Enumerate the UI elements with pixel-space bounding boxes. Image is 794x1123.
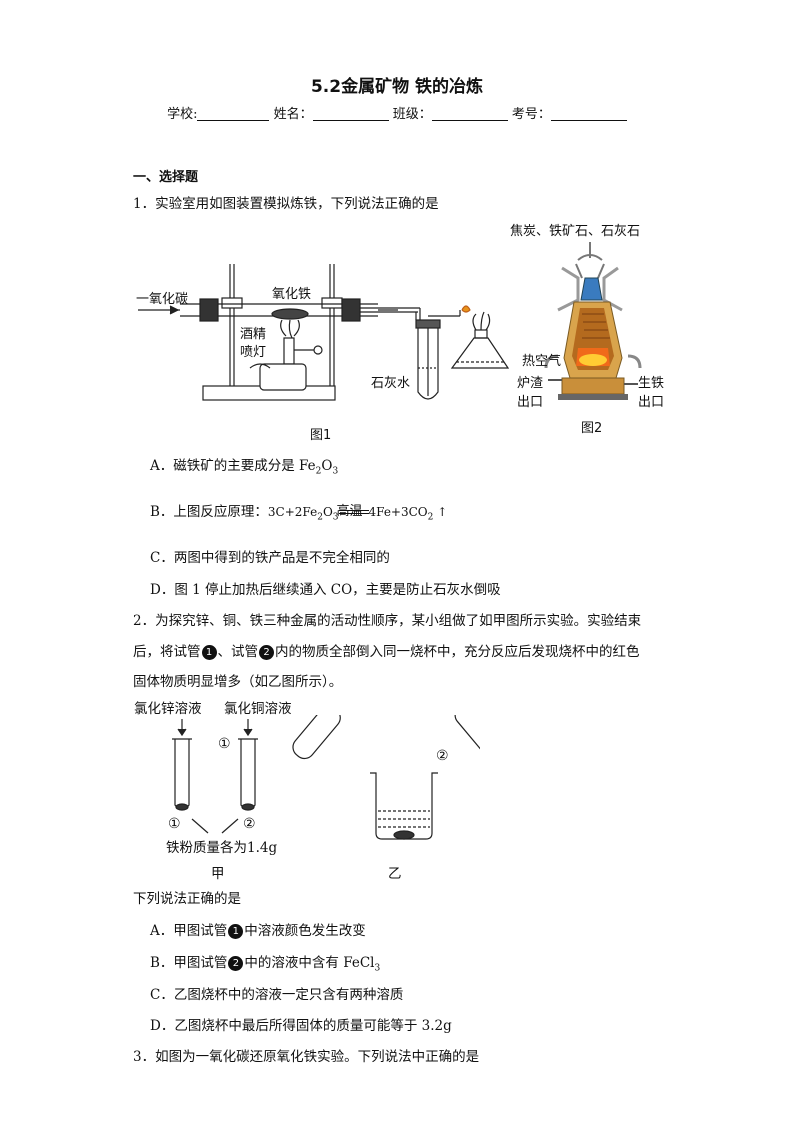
q1-stem: 1．实验室用如图装置模拟炼铁，下列说法正确的是	[133, 196, 439, 212]
class-label: 班级：	[392, 107, 432, 122]
fig-jia-caption: 甲	[211, 866, 225, 882]
q2-option-c[interactable]: C．乙图烧杯中的溶液一定只含有两种溶质	[150, 987, 404, 1003]
page-title: 5.2金属矿物 铁的冶炼	[310, 77, 484, 97]
fig2-iron-label: 生铁	[638, 376, 665, 391]
name-blank[interactable]	[312, 107, 389, 121]
fig2-caption: 图2	[581, 421, 603, 436]
circled-number: 1	[201, 645, 217, 660]
q2-stem-line1: 2．为探究锌、铜、铁三种金属的活动性顺序，某小组做了如甲图所示实验。实验结束	[133, 613, 642, 629]
class-blank[interactable]	[431, 107, 508, 121]
q1-option-a-text: A．磁铁矿的主要成分是 Fe	[150, 458, 316, 474]
q1-option-a-text: O	[321, 458, 333, 474]
fig1-limewater-label: 石灰水	[371, 376, 411, 391]
figure2-blast-furnace	[544, 242, 642, 400]
fig2-hot-air-label: 热空气	[522, 354, 562, 369]
subscript: 3	[332, 512, 339, 523]
fig-jia-iron-mass-label: 铁粉质量各为1.4g	[166, 840, 278, 856]
condition-text: 高温	[336, 504, 363, 519]
fig-jia-cucl2-label: 氯化铜溶液	[224, 701, 292, 717]
q2-text: 、试管	[217, 644, 259, 660]
subscript: 3	[374, 963, 381, 974]
fig-yi-tube2-mark: ②	[436, 748, 449, 764]
fig-jia-tube1-mark: ①	[168, 816, 181, 832]
fig-jia-tube2-mark: ②	[243, 816, 256, 832]
subscript: 3	[332, 466, 339, 477]
q1-option-c[interactable]: C．两图中得到的铁产品是不完全相同的	[150, 550, 390, 566]
q1-option-d[interactable]: D．图 1 停止加热后继续通入 CO，主要是防止石灰水倒吸	[150, 582, 501, 598]
fig2-slag-label: 炉渣	[517, 376, 544, 391]
q2-option-a-text: 中溶液颜色发生改变	[244, 923, 366, 939]
q1-option-a[interactable]: A．磁铁矿的主要成分是 Fe2O3	[150, 454, 338, 477]
q2-text: 后，将试管	[133, 644, 201, 660]
fig2-slag-label: 出口	[517, 395, 544, 410]
school-blank[interactable]	[197, 107, 270, 121]
fig1-lamp-label: 酒精	[240, 327, 267, 342]
school-label: 学校:	[167, 107, 198, 122]
gas-arrow: ↑	[437, 505, 448, 519]
fig2-iron-label: 出口	[638, 395, 665, 410]
name-label: 姓名：	[273, 107, 313, 122]
circled-number: 1	[228, 924, 244, 939]
circled-number: 2	[259, 645, 274, 660]
figure-jia-yi	[172, 715, 480, 840]
q2-prompt: 下列说法正确的是	[133, 891, 241, 907]
fig-yi-caption: 乙	[388, 866, 402, 882]
fig1-lamp-label: 喷灯	[240, 345, 267, 360]
equation-left: O	[322, 505, 333, 519]
q2-option-d[interactable]: D．乙图烧杯中最后所得固体的质量可能等于 3.2g	[150, 1018, 452, 1034]
q2-option-b-text: B．甲图试管	[150, 955, 228, 971]
q2-option-a-text: A．甲图试管	[150, 923, 228, 939]
exam-no-blank[interactable]	[550, 107, 627, 121]
q1-option-b-text: B．上图反应原理：	[150, 504, 268, 520]
fig1-iron-oxide-label: 氧化铁	[272, 287, 312, 302]
fig1-caption: 图1	[310, 428, 332, 443]
q2-option-b-text: 中的溶液中含有 FeCl	[244, 955, 375, 971]
circled-number: 2	[228, 956, 244, 971]
subscript: 2	[315, 466, 322, 477]
fig2-top-label: 焦炭、铁矿石、石灰石	[510, 224, 641, 239]
fig1-co-label: 一氧化碳	[136, 292, 189, 307]
q3-stem: 3．如图为一氧化碳还原氧化铁实验。下列说法中正确的是	[133, 1049, 480, 1065]
equals-sign	[338, 510, 369, 514]
fig-jia-zncl2-label: 氯化锌溶液	[134, 701, 202, 717]
q2-stem-line3: 固体物质明显增多（如乙图所示）。	[133, 674, 343, 690]
exam-no-label: 考号：	[511, 107, 551, 122]
q2-text: 内的物质全部倒入同一烧杯中，充分反应后发现烧杯中的红色	[275, 644, 640, 660]
student-info-line: 学校: 姓名： 班级： 考号：	[0, 103, 794, 122]
subscript: 2	[427, 512, 434, 523]
subscript: 2	[317, 512, 323, 523]
figure1-apparatus	[138, 264, 510, 401]
fig-yi-tube1-mark: ①	[218, 736, 231, 752]
equation-left: 3C+2Fe	[267, 505, 318, 519]
equation-right: 4Fe+3CO	[368, 505, 428, 519]
section-title: 一、选择题	[133, 170, 199, 185]
